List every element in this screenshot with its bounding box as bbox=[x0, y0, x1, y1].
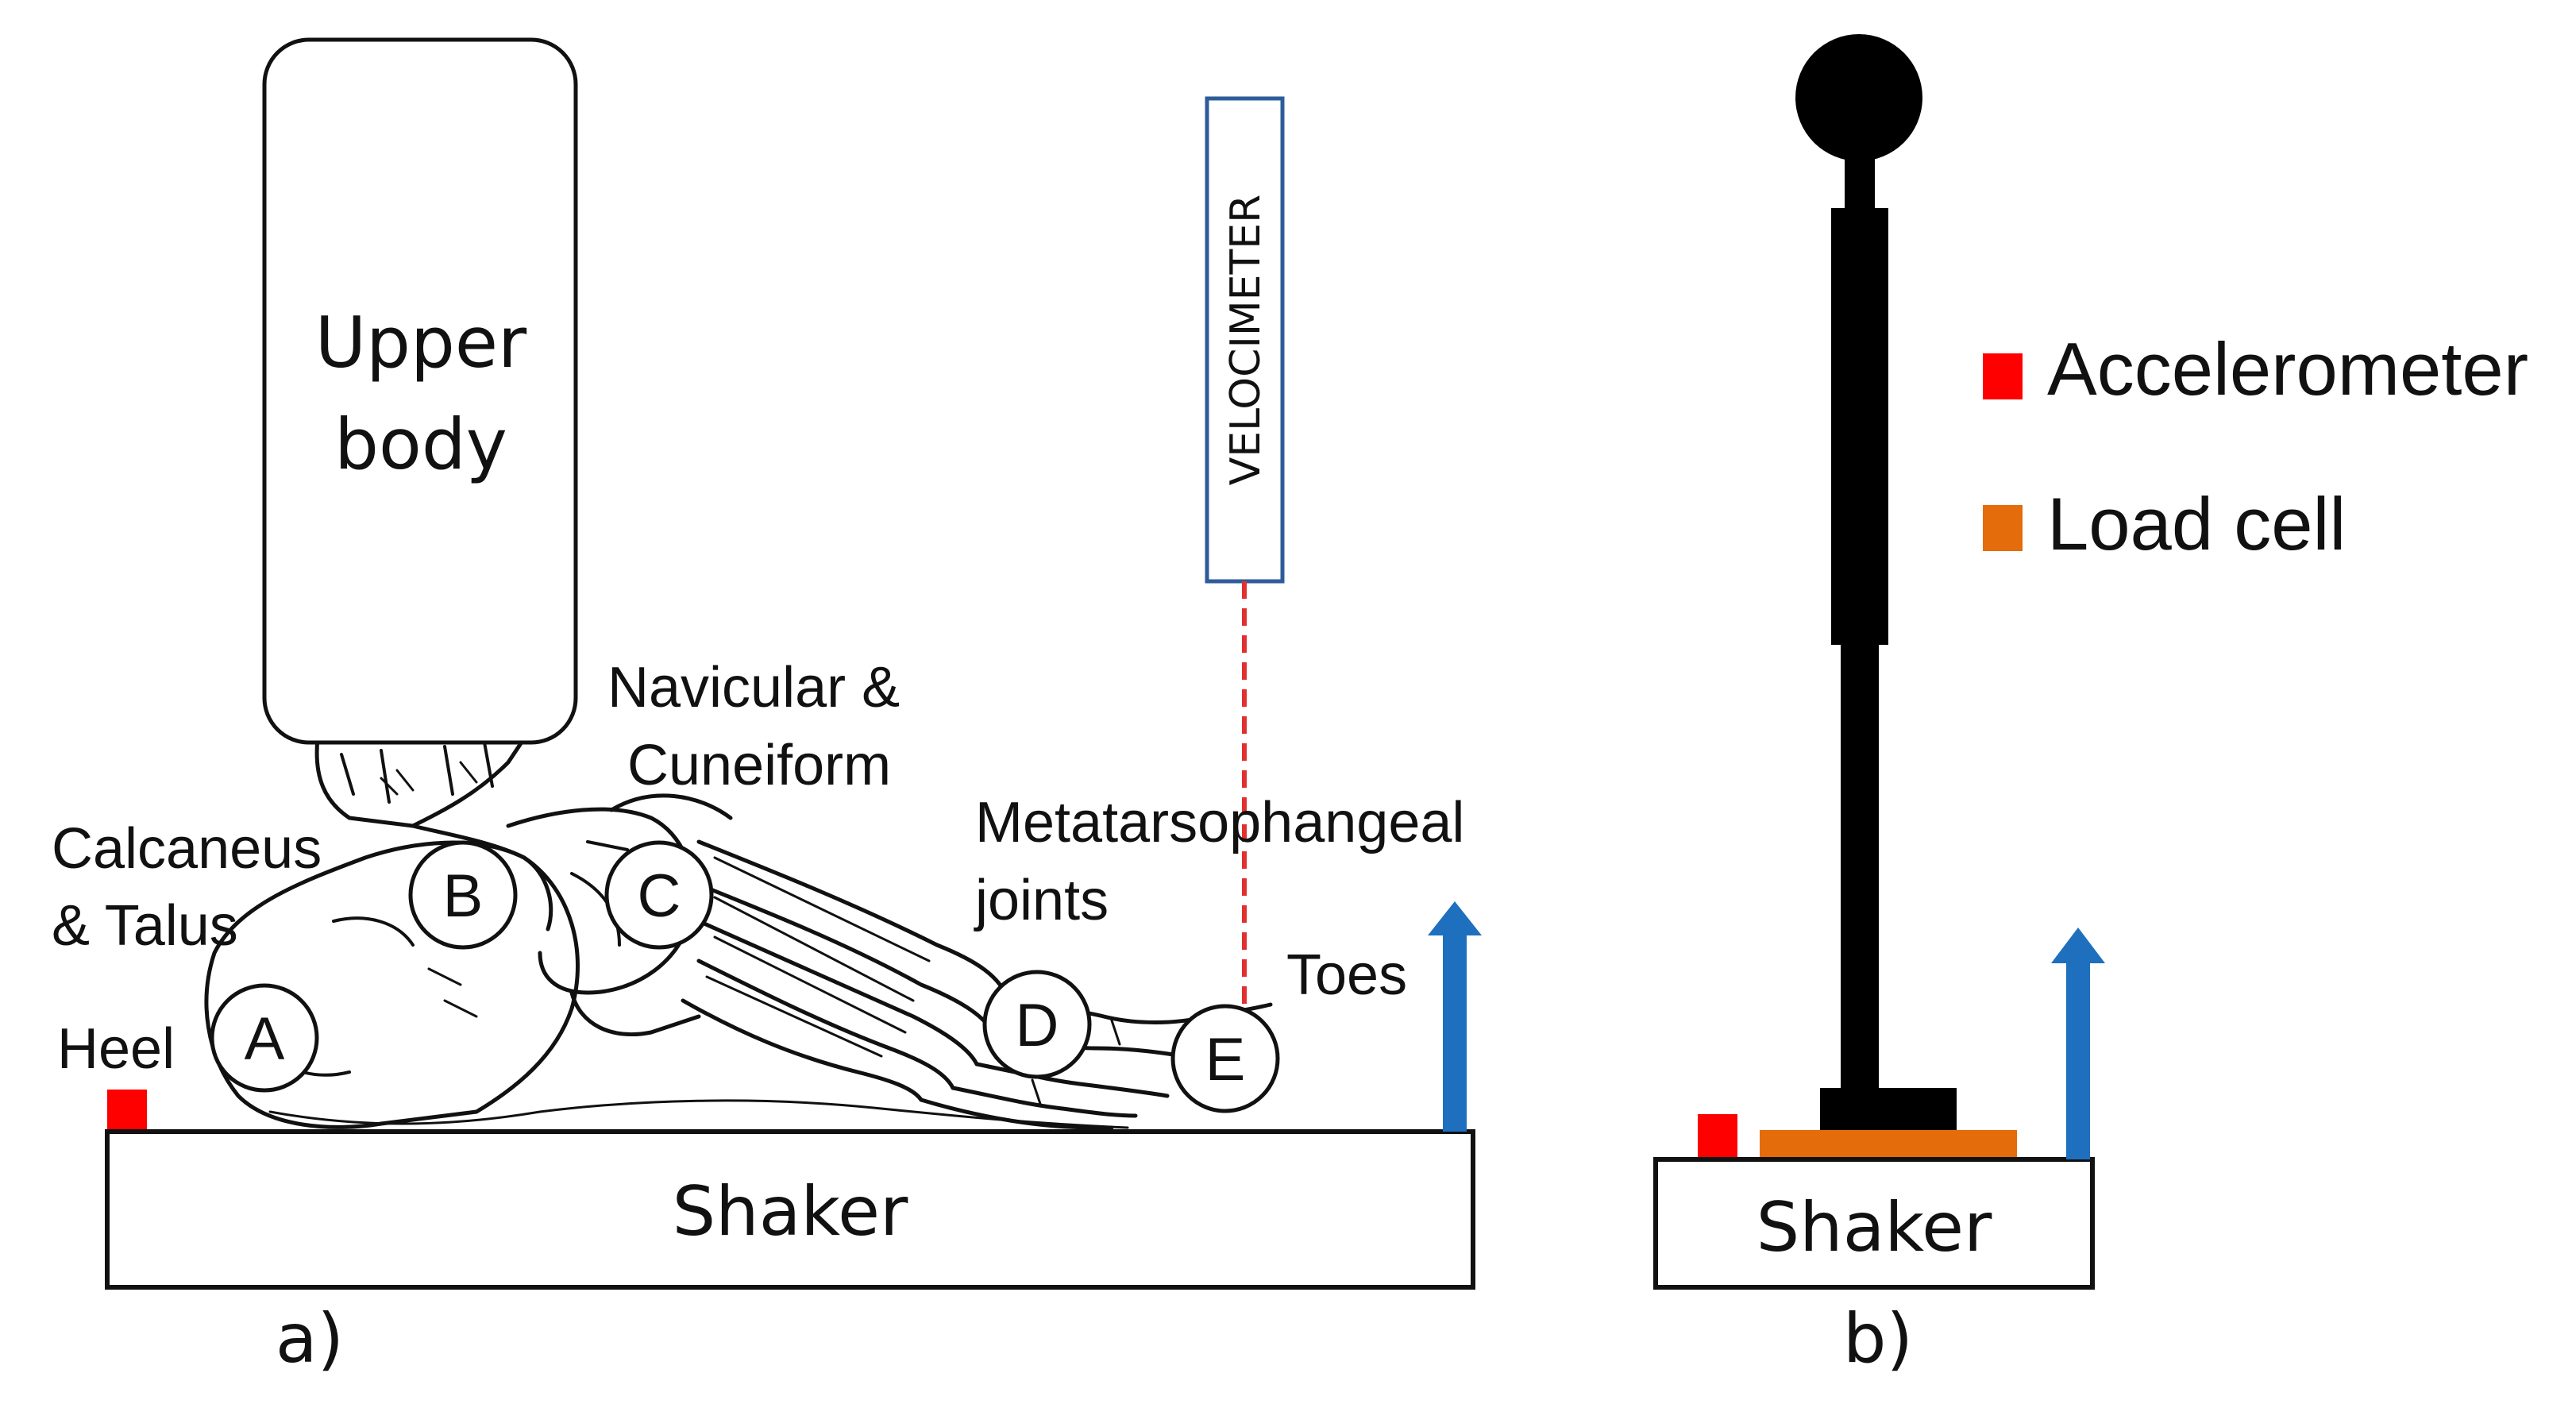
legend-label-accelerometer: Accelerometer bbox=[2047, 327, 2528, 411]
velocimeter-label: VELOCIMETER bbox=[1222, 195, 1270, 486]
legend-label-load-cell: Load cell bbox=[2047, 482, 2346, 565]
shaker-label-a: Shaker bbox=[673, 1172, 908, 1252]
point-marker-c: C bbox=[604, 840, 714, 950]
load-cell bbox=[1760, 1130, 2017, 1162]
toes-label: Toes bbox=[1286, 943, 1407, 1007]
calcaneus-label-line2: & Talus bbox=[52, 894, 238, 958]
legend-swatch-accelerometer bbox=[1983, 353, 2023, 399]
excitation-arrow-a bbox=[1428, 901, 1482, 1132]
metatarso-label-line1: Metatarsophangeal bbox=[975, 791, 1464, 854]
excitation-arrow-b bbox=[2051, 928, 2105, 1159]
caption-a: a) bbox=[276, 1299, 344, 1379]
point-label-b: B bbox=[443, 862, 484, 930]
point-label-c: C bbox=[638, 862, 681, 930]
model-head bbox=[1795, 34, 1922, 161]
legend: Accelerometer Load cell bbox=[1983, 327, 2528, 565]
shaker-label-b: Shaker bbox=[1757, 1188, 1992, 1267]
point-label-a: A bbox=[245, 1005, 285, 1073]
model-torso bbox=[1831, 208, 1888, 645]
upper-body-label-line1: Upper bbox=[315, 302, 527, 384]
accelerometer-marker-a bbox=[107, 1090, 147, 1133]
point-marker-e: E bbox=[1170, 1004, 1280, 1113]
point-marker-d: D bbox=[982, 970, 1092, 1079]
navicular-label-line1: Navicular & bbox=[607, 656, 900, 719]
point-label-d: D bbox=[1016, 992, 1059, 1059]
panel-b: Shaker b) bbox=[1653, 34, 2105, 1379]
upper-body-block bbox=[262, 37, 578, 745]
model-neck bbox=[1845, 155, 1875, 218]
point-label-e: E bbox=[1205, 1026, 1246, 1094]
legend-swatch-load-cell bbox=[1983, 505, 2023, 551]
navicular-label-line2: Cuneiform bbox=[627, 734, 891, 797]
point-marker-b: B bbox=[408, 840, 518, 950]
body-model bbox=[1795, 34, 1957, 1132]
upper-body-label-line2: body bbox=[334, 403, 507, 485]
model-leg bbox=[1841, 639, 1879, 1096]
caption-b: b) bbox=[1843, 1299, 1913, 1379]
calcaneus-label-line1: Calcaneus bbox=[52, 817, 322, 881]
metatarso-label-line2: joints bbox=[974, 869, 1109, 932]
accelerometer-marker-b bbox=[1698, 1114, 1737, 1160]
shaker-platform-b bbox=[1653, 1157, 2095, 1290]
panel-a: Upper body VELOCIMETER Navicular & Cunei… bbox=[52, 37, 1482, 1379]
velocimeter-box bbox=[1205, 96, 1285, 584]
heel-label: Heel bbox=[57, 1017, 175, 1081]
point-marker-a: A bbox=[210, 983, 319, 1093]
shaker-platform-a bbox=[105, 1129, 1475, 1290]
model-foot bbox=[1820, 1088, 1957, 1132]
